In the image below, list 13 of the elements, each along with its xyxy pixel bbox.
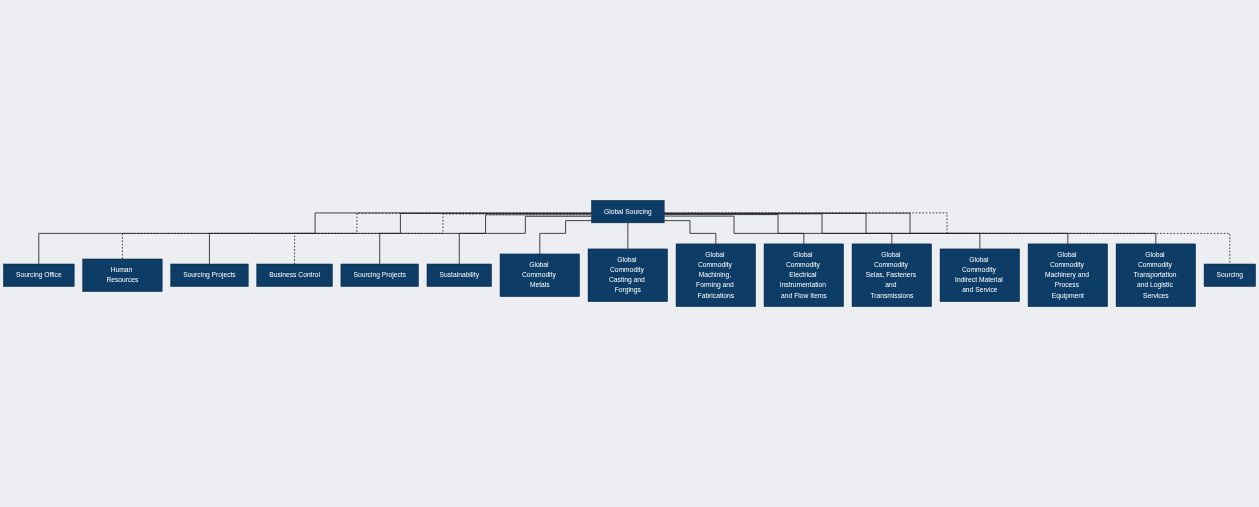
connector <box>379 214 592 265</box>
connector <box>663 213 981 250</box>
connector <box>458 215 592 265</box>
connector <box>294 213 592 265</box>
connector <box>663 214 893 245</box>
connector <box>663 220 717 245</box>
connector <box>627 222 629 250</box>
connector <box>663 215 805 245</box>
connector <box>663 212 1157 245</box>
connector <box>663 213 1069 245</box>
connector <box>539 220 592 255</box>
connector <box>209 213 592 265</box>
connector <box>38 212 592 265</box>
